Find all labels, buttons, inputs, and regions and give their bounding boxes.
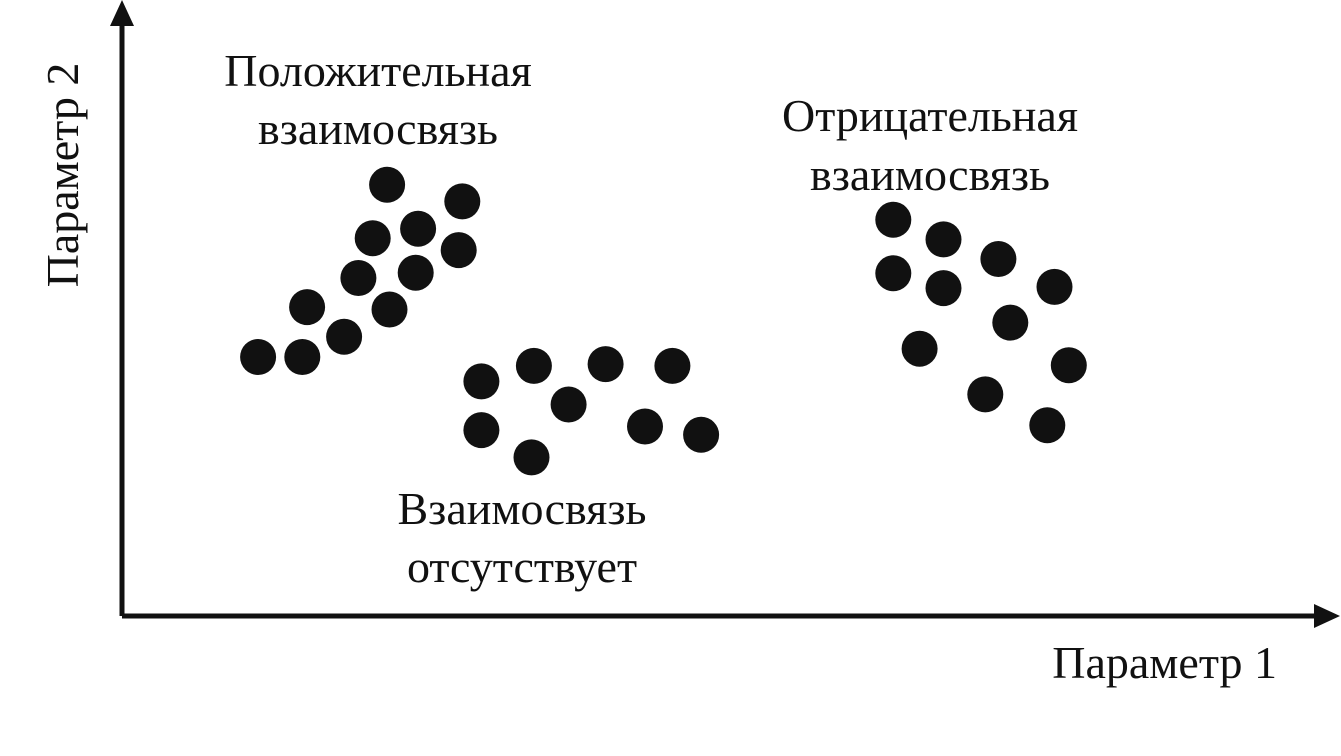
data-point-1-2 [515, 347, 552, 384]
x-axis-title: Параметр 1 [1052, 637, 1277, 688]
data-point-0-7 [371, 291, 408, 328]
data-point-0-4 [340, 260, 377, 296]
positive-correlation-label: Положительная взаимосвязь [224, 45, 531, 154]
axes [110, 0, 1340, 628]
data-point-1-8 [683, 416, 720, 453]
data-points [240, 166, 1087, 476]
data-point-0-6 [369, 166, 406, 203]
series-0 [240, 166, 481, 375]
data-point-0-10 [440, 232, 477, 269]
data-point-2-1 [875, 255, 912, 292]
data-point-0-1 [284, 339, 321, 375]
negative-label-line-1: Отрицательная [782, 90, 1078, 141]
data-point-1-6 [627, 408, 663, 445]
data-point-0-9 [400, 210, 437, 247]
series-2 [875, 201, 1087, 444]
data-point-2-0 [875, 201, 912, 238]
data-point-0-11 [444, 183, 481, 220]
data-point-1-4 [550, 386, 587, 423]
data-point-0-0 [240, 339, 277, 375]
no-correlation-label-line-1: Взаимосвязь [398, 483, 647, 534]
data-point-2-10 [1029, 407, 1066, 444]
negative-correlation-label: Отрицательная взаимосвязь [782, 90, 1078, 200]
data-point-1-5 [587, 346, 624, 383]
data-point-0-3 [326, 318, 363, 355]
data-point-2-8 [967, 376, 1004, 413]
positive-label-line-2: взаимосвязь [258, 103, 498, 154]
data-point-0-2 [289, 289, 326, 326]
data-point-1-3 [513, 439, 550, 476]
no-correlation-label-line-2: отсутствует [407, 541, 637, 592]
data-point-1-7 [654, 347, 691, 384]
data-point-2-9 [1050, 347, 1087, 384]
data-point-1-0 [463, 363, 500, 400]
data-point-2-4 [901, 330, 938, 367]
data-point-2-6 [992, 304, 1029, 341]
data-point-1-1 [463, 412, 500, 449]
data-point-2-2 [925, 221, 962, 258]
data-point-0-5 [354, 220, 391, 257]
series-1 [463, 346, 720, 476]
no-correlation-label: Взаимосвязь отсутствует [398, 483, 647, 592]
negative-label-line-2: взаимосвязь [810, 149, 1050, 200]
y-axis-arrowhead [110, 0, 134, 26]
data-point-2-3 [925, 270, 962, 307]
positive-label-line-1: Положительная [224, 45, 531, 96]
x-axis-arrowhead [1314, 604, 1340, 628]
data-point-2-5 [980, 241, 1017, 277]
data-point-0-8 [397, 254, 434, 291]
data-point-2-7 [1036, 268, 1073, 305]
y-axis-title: Параметр 2 [37, 63, 88, 288]
